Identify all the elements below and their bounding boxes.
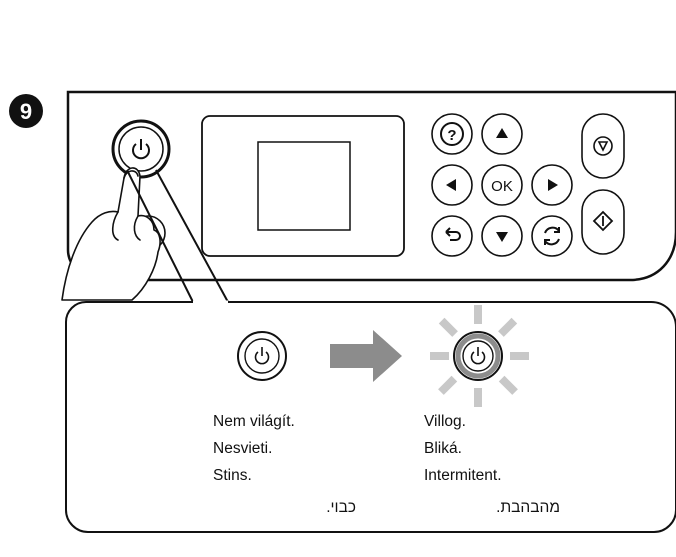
transition-arrow xyxy=(330,330,402,382)
stop-button[interactable] xyxy=(581,113,625,179)
flash-label-ro: Intermitent. xyxy=(424,467,502,484)
step-number: 9 xyxy=(20,99,32,124)
back-button[interactable] xyxy=(431,215,473,257)
off-label-hu: Nem világít. xyxy=(213,413,295,430)
flash-rays xyxy=(430,305,529,407)
start-button[interactable] xyxy=(581,189,625,255)
right-arrow-icon xyxy=(548,179,558,191)
start-icon xyxy=(592,210,614,232)
control-panel xyxy=(66,90,676,282)
left-arrow-icon xyxy=(446,179,456,191)
flash-label-he: מהבהבת. xyxy=(496,499,560,516)
flash-label-hu: Villog. xyxy=(424,413,466,430)
power-button-off xyxy=(237,331,287,381)
help-icon: ? xyxy=(447,127,456,144)
reset-icon xyxy=(544,226,560,246)
power-icon xyxy=(132,139,150,160)
stop-icon xyxy=(597,141,609,152)
down-arrow-icon xyxy=(496,232,508,242)
off-label-sk: Nesvieti. xyxy=(213,440,273,457)
detail-box xyxy=(65,301,676,533)
ok-button[interactable]: OK xyxy=(481,164,523,206)
back-icon xyxy=(446,231,461,241)
off-label-ro: Stins. xyxy=(213,467,252,484)
left-button[interactable] xyxy=(431,164,473,206)
hand-pointer xyxy=(61,167,161,301)
right-button[interactable] xyxy=(531,164,573,206)
down-button[interactable] xyxy=(481,215,523,257)
help-button[interactable]: ? xyxy=(431,113,473,155)
step-badge: 9 xyxy=(9,94,43,128)
panel-power-button[interactable] xyxy=(111,119,171,179)
power-icon xyxy=(470,347,486,365)
ok-label: OK xyxy=(491,178,513,195)
reset-button[interactable] xyxy=(531,215,573,257)
callout-lines xyxy=(126,169,229,303)
power-icon xyxy=(254,347,270,365)
power-button-flashing xyxy=(453,331,503,381)
flash-label-sk: Bliká. xyxy=(424,440,462,457)
off-label-he: כבוי. xyxy=(326,499,356,516)
up-button[interactable] xyxy=(481,113,523,155)
up-arrow-icon xyxy=(496,128,508,138)
lcd-screen xyxy=(201,115,405,257)
